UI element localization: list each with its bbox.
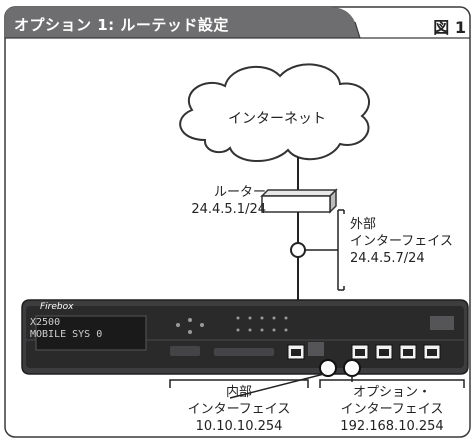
title-tab: [5, 7, 360, 38]
internal-interface-name-1: 内部: [225, 385, 252, 400]
internet-cloud-icon: [179, 63, 370, 163]
external-interface-address: 24.4.5.7/24: [350, 251, 425, 266]
internal-interface-name-2: インターフェイス: [187, 402, 291, 417]
internal-interface-address: 10.10.10.254: [195, 419, 283, 434]
internal-bracket: [169, 379, 309, 388]
router-address: 24.4.5.1/24: [191, 202, 266, 217]
optional-interface-label: オプション・ インターフェイス 192.168.10.254: [320, 384, 464, 435]
lcd-panel: [35, 315, 147, 351]
lcd-line-1: X2500: [30, 317, 61, 328]
ethernet-ports: [287, 344, 441, 360]
lcd-text: X2500 MOBILE SYS 0: [30, 317, 144, 341]
optional-interface-name-2: インターフェイス: [340, 402, 444, 417]
router-icon: [260, 188, 338, 214]
link-connector-icon: [290, 242, 306, 258]
figure-label: 図 1: [433, 18, 466, 37]
external-interface-label: 外部 インターフェイス 24.4.5.7/24: [350, 216, 468, 267]
optional-bracket: [319, 379, 465, 388]
internal-port-connector-icon: [319, 359, 337, 377]
optional-interface-name-1: オプション・: [352, 385, 431, 400]
brand-label: Firebox: [40, 302, 74, 312]
optional-interface-address: 192.168.10.254: [340, 419, 444, 434]
external-interface-name-1: 外部: [350, 217, 377, 232]
internal-interface-label: 内部 インターフェイス 10.10.10.254: [170, 384, 308, 435]
lcd-line-2: MOBILE SYS 0: [30, 329, 103, 340]
external-interface-name-2: インターフェイス: [350, 234, 453, 249]
router-name: ルーター: [213, 185, 266, 200]
router-label: ルーター 24.4.5.1/24: [156, 184, 266, 218]
optional-port-connector-icon: [343, 359, 361, 377]
internet-label: インターネット: [228, 111, 326, 127]
internal-callout-line: [229, 373, 325, 399]
page-title: オプション 1: ルーテッド設定: [14, 16, 229, 34]
